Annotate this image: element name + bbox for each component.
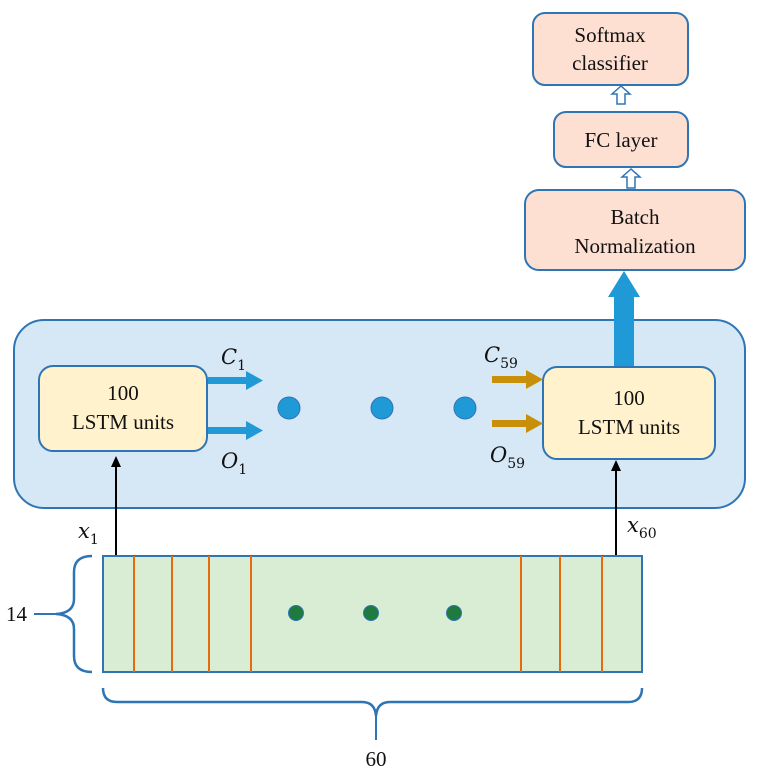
fc-layer-box: FC layer <box>553 111 689 168</box>
lstm-dot-1 <box>277 396 301 420</box>
c1-subscript: 1 <box>237 358 246 374</box>
o59-subscript: 59 <box>507 456 525 472</box>
timesteps-dimension-label: 60 <box>366 747 387 771</box>
c59-arrow-shaft <box>492 376 528 383</box>
grid-dot-3 <box>446 605 462 621</box>
up-arrow-icon <box>111 456 121 467</box>
features-dimension-label: 14 <box>6 602 28 626</box>
grid-column-lines <box>133 556 603 672</box>
input-x60-label: x60 <box>627 513 657 542</box>
softmax-classifier-box: Softmax classifier <box>532 12 689 86</box>
softmax-label-line1: Softmax <box>574 23 646 47</box>
input-x1-label: x1 <box>78 519 99 548</box>
up-arrow-icon <box>611 460 621 471</box>
lstm-dot-2 <box>370 396 394 420</box>
up-hollow-arrow-icon <box>610 84 632 105</box>
ellipsis-dots-icon <box>277 396 477 420</box>
x1-subscript: 1 <box>90 532 99 548</box>
fc-box-rect <box>553 111 689 168</box>
lstm-first-line1: 100 <box>107 381 139 405</box>
left-curly-brace-icon <box>55 554 93 674</box>
lstm-dot-3 <box>453 396 477 420</box>
lstm-first-line2: LSTM units <box>72 410 174 434</box>
x60-subscript: 60 <box>639 526 657 542</box>
grid-dot-1 <box>288 605 304 621</box>
lstm-cell-last: 100 LSTM units <box>542 366 716 460</box>
up-solid-arrow-icon <box>608 271 640 368</box>
lstm-first-rect <box>38 365 208 452</box>
o1-subscript: 1 <box>238 462 247 478</box>
bottom-curly-brace-icon <box>101 687 644 717</box>
right-arrow-icon <box>208 371 263 390</box>
x1-symbol: x <box>78 519 90 543</box>
x60-symbol: x <box>627 513 639 537</box>
softmax-box-rect <box>532 12 689 86</box>
right-arrow-icon <box>492 414 543 433</box>
input-arrow-x60 <box>611 460 621 556</box>
batchnorm-label-line1: Batch <box>611 205 660 229</box>
lstm-last-line1: 100 <box>613 386 645 410</box>
output-o59-label: O59 <box>490 443 525 472</box>
softmax-label-line2: classifier <box>572 51 648 75</box>
o59-arrow-head <box>526 414 543 433</box>
lstm-last-rect <box>542 366 716 460</box>
lstm-last-line2: LSTM units <box>578 415 680 439</box>
batchnorm-label-line2: Normalization <box>574 234 696 258</box>
batch-normalization-box: Batch Normalization <box>524 189 746 271</box>
c59-arrow-head <box>526 370 543 389</box>
o1-symbol: O <box>221 449 238 473</box>
grid-dot-2 <box>363 605 379 621</box>
o59-symbol: O <box>490 443 507 467</box>
solid-arrow-shaft <box>614 296 634 368</box>
right-arrow-icon <box>208 421 263 440</box>
solid-arrow-head <box>608 271 640 297</box>
c59-symbol: C <box>484 343 500 367</box>
ellipsis-dots-icon <box>288 605 462 621</box>
o1-arrow-head <box>246 421 263 440</box>
right-arrow-icon <box>492 370 543 389</box>
c1-arrow-shaft <box>208 377 248 384</box>
cell-state-c1-label: C1 <box>221 345 246 374</box>
input-arrow-x1 <box>111 456 121 556</box>
batchnorm-box-rect <box>524 189 746 271</box>
c59-subscript: 59 <box>500 356 518 372</box>
output-o1-label: O1 <box>221 449 247 478</box>
o1-arrow-shaft <box>208 427 248 434</box>
c1-symbol: C <box>221 345 237 369</box>
o59-arrow-shaft <box>492 420 528 427</box>
fc-layer-label: FC layer <box>585 128 658 152</box>
cell-state-c59-label: C59 <box>484 343 518 372</box>
up-hollow-arrow-icon <box>620 167 642 189</box>
lstm-cell-first: 100 LSTM units <box>38 365 208 452</box>
c1-arrow-head <box>246 371 263 390</box>
